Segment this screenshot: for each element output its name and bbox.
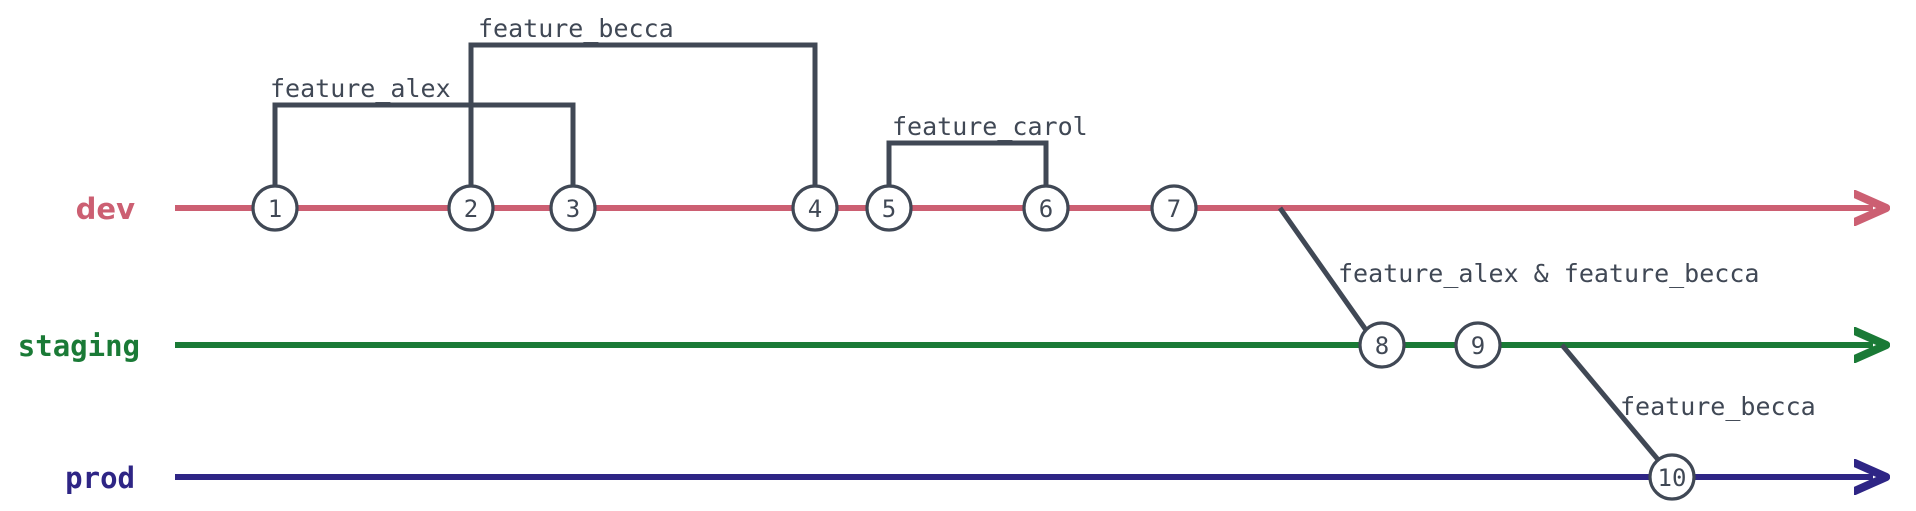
branch-labels-layer: dev staging prod — [18, 192, 140, 495]
feature-bracket-label-feature_alex: feature_alex — [270, 74, 451, 103]
feature-brackets-layer: feature_alex feature_becca feature_carol — [270, 14, 1088, 186]
commit-node-label-10: 10 — [1658, 464, 1687, 492]
commit-node-circle-6[interactable] — [1022, 184, 1070, 232]
merge-staging-to-prod: feature_becca — [1560, 343, 1816, 464]
merge-lines-layer: feature_alex & feature_becca feature_becc… — [1277, 206, 1816, 464]
commit-node-circle-8[interactable] — [1358, 321, 1406, 369]
commit-node-3[interactable]: 3 — [549, 184, 597, 232]
commit-node-2[interactable]: 2 — [447, 184, 495, 232]
commit-node-label-9: 9 — [1471, 332, 1485, 360]
feature-bracket-label-feature_becca: feature_becca — [478, 14, 674, 43]
commit-node-label-7: 7 — [1167, 195, 1181, 223]
feature-bracket-path-feature_becca — [468, 42, 818, 186]
commit-node-5[interactable]: 5 — [865, 184, 913, 232]
commit-node-circle-5[interactable] — [865, 184, 913, 232]
commit-node-label-1: 1 — [268, 195, 282, 223]
commit-node-label-4: 4 — [808, 195, 822, 223]
commit-node-circle-9[interactable] — [1454, 321, 1502, 369]
branch-label-prod: prod — [65, 461, 135, 495]
commit-node-label-6: 6 — [1039, 195, 1053, 223]
commit-nodes-layer: 1 2 3 4 5 6 7 8 9 10 — [251, 184, 1696, 501]
branch-label-staging: staging — [18, 329, 140, 363]
commit-node-7[interactable]: 7 — [1150, 184, 1198, 232]
commit-node-circle-3[interactable] — [549, 184, 597, 232]
feature-bracket-path-feature_alex — [272, 102, 576, 186]
commit-node-9[interactable]: 9 — [1454, 321, 1502, 369]
merge-staging-to-prod-label: feature_becca — [1620, 392, 1816, 421]
merge-staging-to-prod-path — [1560, 343, 1662, 464]
commit-node-10[interactable]: 10 — [1648, 453, 1696, 501]
commit-node-label-3: 3 — [566, 195, 580, 223]
feature-bracket-feature_alex: feature_alex — [270, 74, 576, 186]
merge-dev-to-staging-label: feature_alex & feature_becca — [1338, 259, 1759, 288]
feature-bracket-path-feature_carol — [886, 140, 1049, 186]
commit-node-6[interactable]: 6 — [1022, 184, 1070, 232]
commit-node-label-5: 5 — [882, 195, 896, 223]
feature-bracket-label-feature_carol: feature_carol — [892, 112, 1088, 141]
feature-bracket-feature_carol: feature_carol — [886, 112, 1088, 186]
branch-lines-layer — [175, 208, 1873, 477]
commit-node-1[interactable]: 1 — [251, 184, 299, 232]
commit-node-circle-7[interactable] — [1150, 184, 1198, 232]
commit-node-circle-10[interactable] — [1648, 453, 1696, 501]
feature-bracket-feature_becca: feature_becca — [468, 14, 818, 186]
commit-node-circle-1[interactable] — [251, 184, 299, 232]
commit-node-4[interactable]: 4 — [791, 184, 839, 232]
commit-node-label-2: 2 — [464, 195, 478, 223]
commit-node-circle-2[interactable] — [447, 184, 495, 232]
merge-dev-to-staging: feature_alex & feature_becca — [1277, 206, 1759, 332]
commit-node-8[interactable]: 8 — [1358, 321, 1406, 369]
merge-dev-to-staging-path — [1277, 206, 1369, 332]
branch-label-dev: dev — [76, 192, 135, 226]
commit-node-circle-4[interactable] — [791, 184, 839, 232]
commit-node-label-8: 8 — [1375, 332, 1389, 360]
